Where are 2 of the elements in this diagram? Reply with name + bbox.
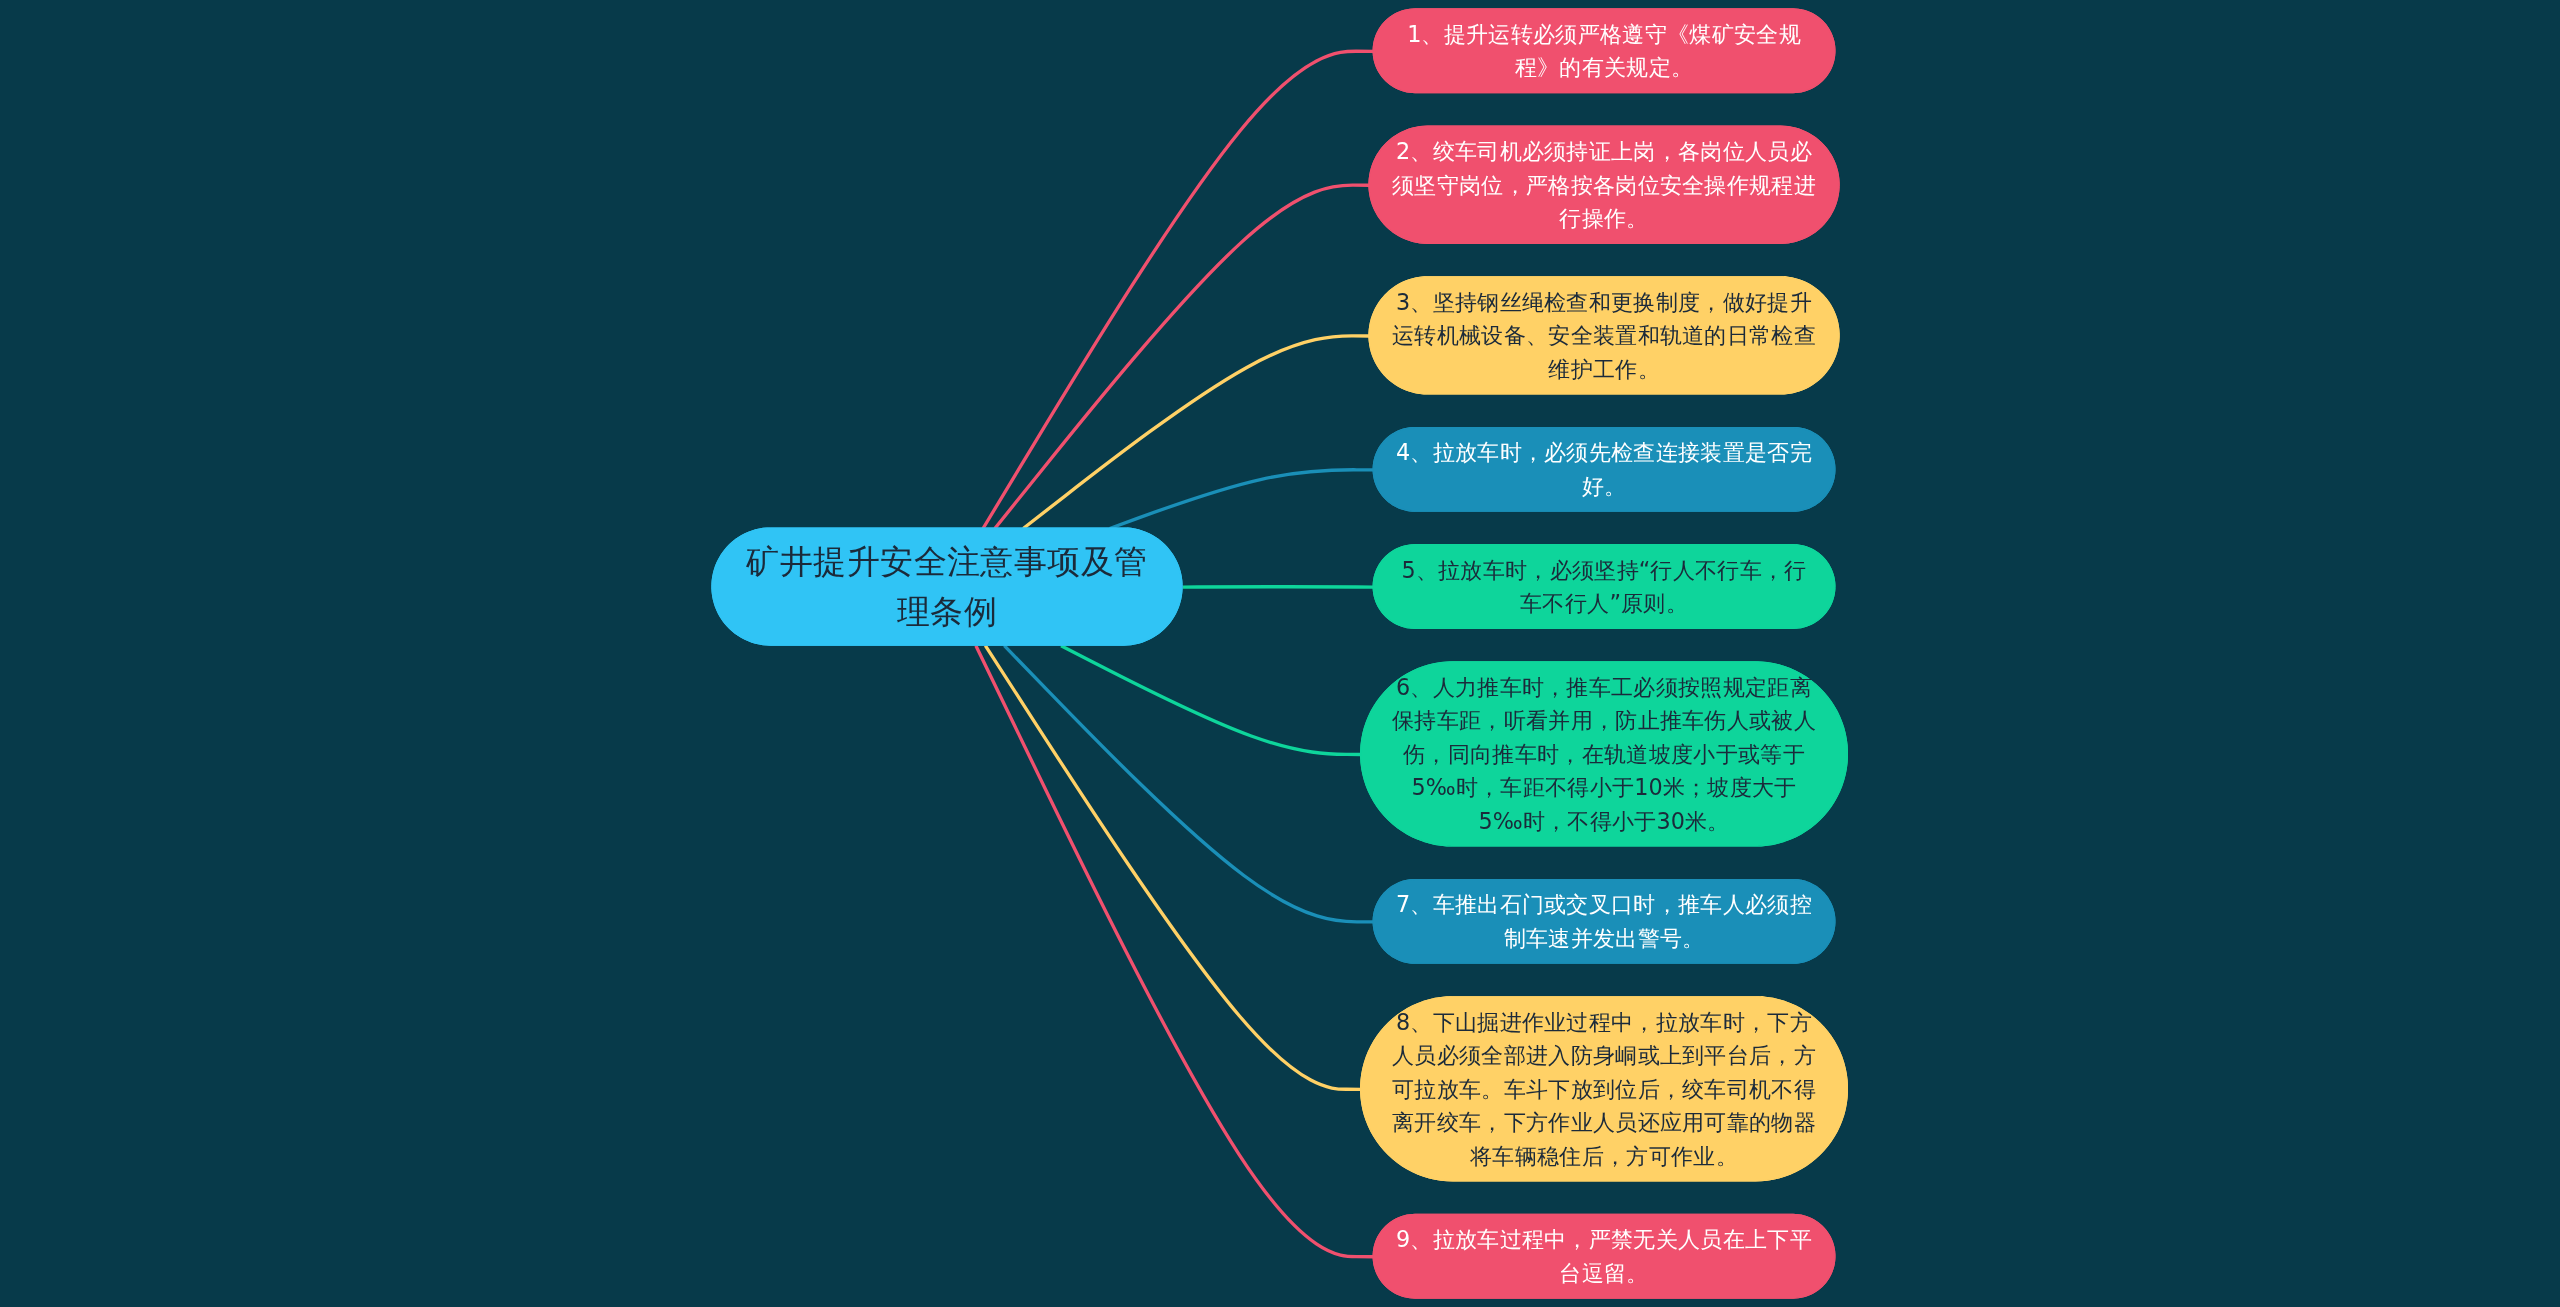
connector — [1060, 644, 1362, 757]
connector — [984, 644, 1362, 1092]
